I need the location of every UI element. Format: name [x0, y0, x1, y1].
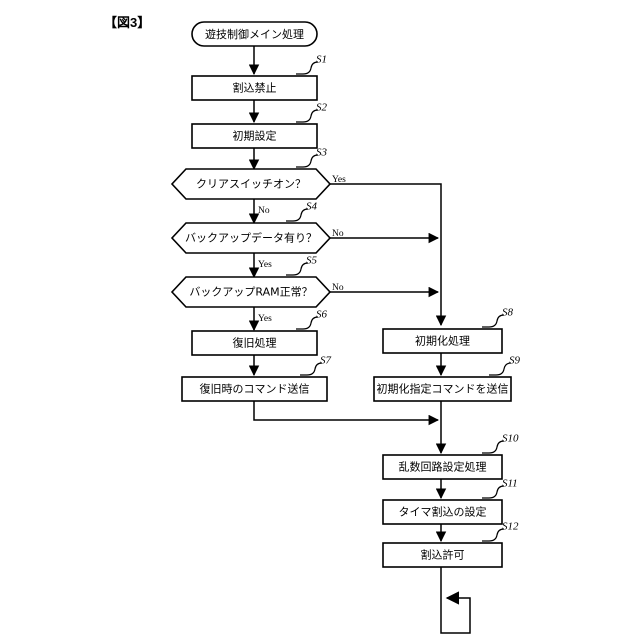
node-s2: 初期設定: [191, 123, 318, 149]
branch-label-layer: Yes No No Yes No Yes: [258, 175, 346, 324]
node-s1: 割込禁止: [191, 75, 318, 101]
figure-number-label: 【図3】: [104, 15, 151, 30]
node-s7-label: 復旧時のコマンド送信: [200, 382, 310, 396]
step-label-s2: S2: [316, 102, 328, 114]
node-s3-label: クリアスイッチオン？: [196, 178, 306, 191]
node-s10: 乱数回路設定処理: [382, 454, 503, 480]
node-s6-label: 復旧処理: [233, 337, 277, 350]
step-label-s9: S9: [509, 355, 521, 367]
node-s6: 復旧処理: [191, 330, 318, 356]
node-s5-label: バックアップRAM正常？: [189, 286, 312, 299]
step-label-s8: S8: [502, 307, 514, 319]
node-s10-label: 乱数回路設定処理: [399, 460, 487, 474]
edge-s7-to-merge: [253, 401, 440, 426]
node-s8-label: 初期化処理: [415, 334, 470, 348]
step-label-s6: S6: [316, 309, 328, 321]
branch-label-s3-yes: Yes: [332, 175, 346, 185]
node-s9: 初期化指定コマンドを送信: [373, 376, 512, 402]
node-s1-label: 割込禁止: [233, 81, 277, 95]
step-label-s3: S3: [316, 147, 328, 159]
node-s12-label: 割込許可: [421, 548, 465, 562]
node-s12: 割込許可: [382, 542, 503, 568]
step-label-s10: S10: [502, 433, 519, 445]
node-s11: タイマ割込の設定: [382, 499, 503, 525]
node-s9-label: 初期化指定コマンドを送信: [377, 382, 509, 396]
branch-label-s4-no: No: [332, 229, 344, 239]
node-s4-label: バックアップデータ有り？: [185, 231, 317, 245]
step-label-layer: S1 S2 S3 S4 S5 S6 S7 S8 S9: [286, 54, 521, 542]
step-label-s5: S5: [306, 255, 318, 267]
node-start-label: 遊技制御メイン処理: [205, 27, 304, 41]
edge-s3-yes-to-s8: [330, 183, 447, 327]
step-label-s4: S4: [306, 201, 318, 213]
branch-label-s5-no: No: [332, 283, 344, 293]
branch-label-s5-yes: Yes: [258, 314, 272, 324]
node-s11-label: タイマ割込の設定: [399, 505, 487, 519]
step-label-s11: S11: [502, 478, 518, 490]
step-label-s7: S7: [320, 355, 332, 367]
branch-label-s3-no: No: [258, 206, 270, 216]
node-s4: バックアップデータ有り？: [170, 222, 332, 254]
node-s3: クリアスイッチオン？: [170, 168, 332, 200]
node-s5: バックアップRAM正常？: [170, 276, 332, 308]
step-label-s12: S12: [502, 521, 519, 533]
node-s8: 初期化処理: [382, 328, 503, 354]
edge-s12-loop-back: [440, 567, 471, 634]
edge-layer: [248, 46, 471, 634]
node-s2-label: 初期設定: [233, 129, 277, 143]
node-start: 遊技制御メイン処理: [191, 21, 318, 47]
branch-label-s4-yes: Yes: [258, 260, 272, 270]
step-label-s1: S1: [316, 54, 327, 66]
node-s7: 復旧時のコマンド送信: [181, 376, 328, 402]
